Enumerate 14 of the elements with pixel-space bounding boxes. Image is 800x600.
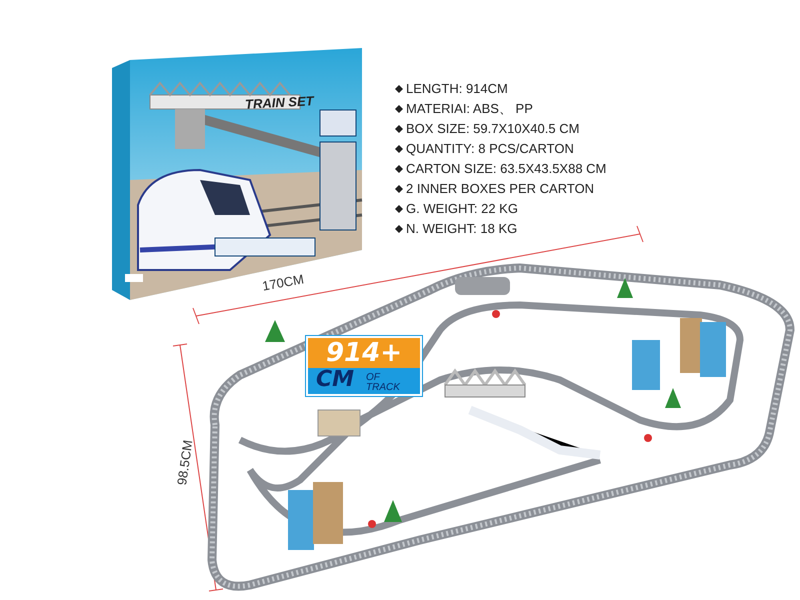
badge-number: 914+ [308, 338, 420, 368]
spec-line: LENGTH: 914CM [406, 80, 508, 97]
spec-line: CARTON SIZE: 63.5X43.5X88 CM [406, 160, 606, 177]
spec-line: 2 INNER BOXES PER CARTON [406, 180, 594, 197]
badge-caption: OF TRACK [366, 373, 401, 393]
spec-line: N. WEIGHT: 18 KG [406, 220, 518, 237]
dimension-label: 98.5CM [174, 438, 196, 486]
box-caption: TRAIN SET [244, 93, 314, 112]
spec-line: BOX SIZE: 59.7X10X40.5 CM [406, 120, 580, 137]
spec-line: MATERIAI: ABS、 PP [406, 100, 533, 117]
spec-line: QUANTITY: 8 PCS/CARTON [406, 140, 574, 157]
dimension-label: 170CM [261, 271, 305, 294]
spec-line: G. WEIGHT: 22 KG [406, 200, 518, 217]
badge-unit: CM [316, 368, 354, 392]
